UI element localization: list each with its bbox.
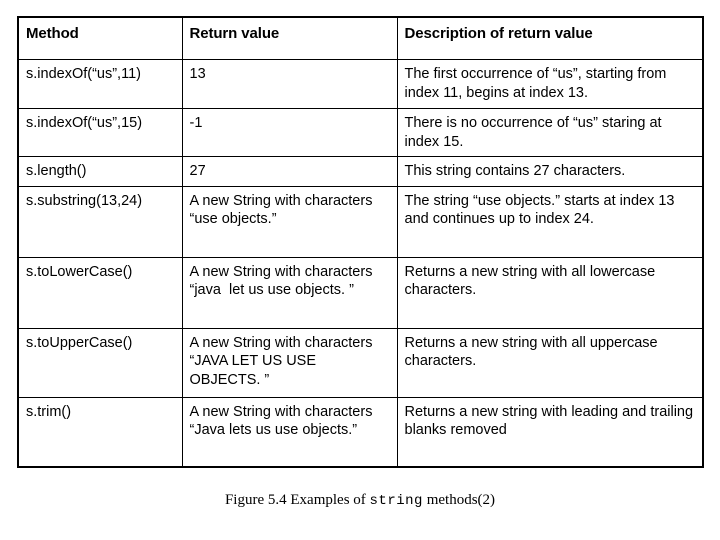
table-row: s.indexOf(“us”,11) 13 The first occurren… <box>17 59 704 109</box>
cell-return-value: A new String with characters “Java lets … <box>181 396 398 467</box>
cell-return-value: A new String with characters “use object… <box>181 185 398 258</box>
cell-return-value: 13 <box>181 59 398 109</box>
cell-description: This string contains 27 characters. <box>396 156 704 187</box>
cell-return-value: A new String with characters “java let u… <box>181 256 398 329</box>
cell-method: s.toLowerCase() <box>17 256 183 329</box>
string-methods-table-container: Method Return value Description of retur… <box>17 16 704 468</box>
table-header-row: Method Return value Description of retur… <box>17 16 704 60</box>
cell-description: Returns a new string with all uppercase … <box>396 327 704 398</box>
cell-description: The first occurrence of “us”, starting f… <box>396 59 704 109</box>
table-row: s.toUpperCase() A new String with charac… <box>17 327 704 398</box>
cell-method: s.trim() <box>17 396 183 467</box>
figure-caption: Figure 5.4 Examples of string methods(2) <box>0 490 720 511</box>
table-row: s.trim() A new String with characters “J… <box>17 396 704 467</box>
table-body: s.indexOf(“us”,11) 13 The first occurren… <box>17 59 704 467</box>
cell-return-value: A new String with characters “JAVA LET U… <box>181 327 398 398</box>
table-row: s.toLowerCase() A new String with charac… <box>17 256 704 329</box>
cell-return-value: 27 <box>181 156 398 187</box>
figure-caption-mono-term: string <box>369 493 423 509</box>
cell-method: s.toUpperCase() <box>17 327 183 398</box>
column-header-return-value: Return value <box>181 16 398 60</box>
column-header-description: Description of return value <box>396 16 704 60</box>
cell-method: s.substring(13,24) <box>17 185 183 258</box>
table-row: s.substring(13,24) A new String with cha… <box>17 185 704 258</box>
cell-method: s.length() <box>17 156 183 187</box>
column-header-method: Method <box>17 16 183 60</box>
string-methods-table: Method Return value Description of retur… <box>17 16 704 468</box>
cell-return-value: -1 <box>181 108 398 157</box>
cell-description: There is no occurrence of “us” staring a… <box>396 108 704 157</box>
cell-method: s.indexOf(“us”,11) <box>17 59 183 109</box>
cell-description: Returns a new string with all lowercase … <box>396 256 704 329</box>
figure-caption-suffix: methods(2) <box>422 492 496 508</box>
figure-caption-prefix: Figure 5.4 Examples of <box>224 492 370 508</box>
table-row: s.indexOf(“us”,15) -1 There is no occurr… <box>17 108 704 157</box>
cell-method: s.indexOf(“us”,15) <box>17 108 183 157</box>
table-row: s.length() 27 This string contains 27 ch… <box>17 156 704 187</box>
cell-description: The string “use objects.” starts at inde… <box>396 185 704 258</box>
table-header: Method Return value Description of retur… <box>17 16 704 60</box>
cell-description: Returns a new string with leading and tr… <box>396 396 704 467</box>
